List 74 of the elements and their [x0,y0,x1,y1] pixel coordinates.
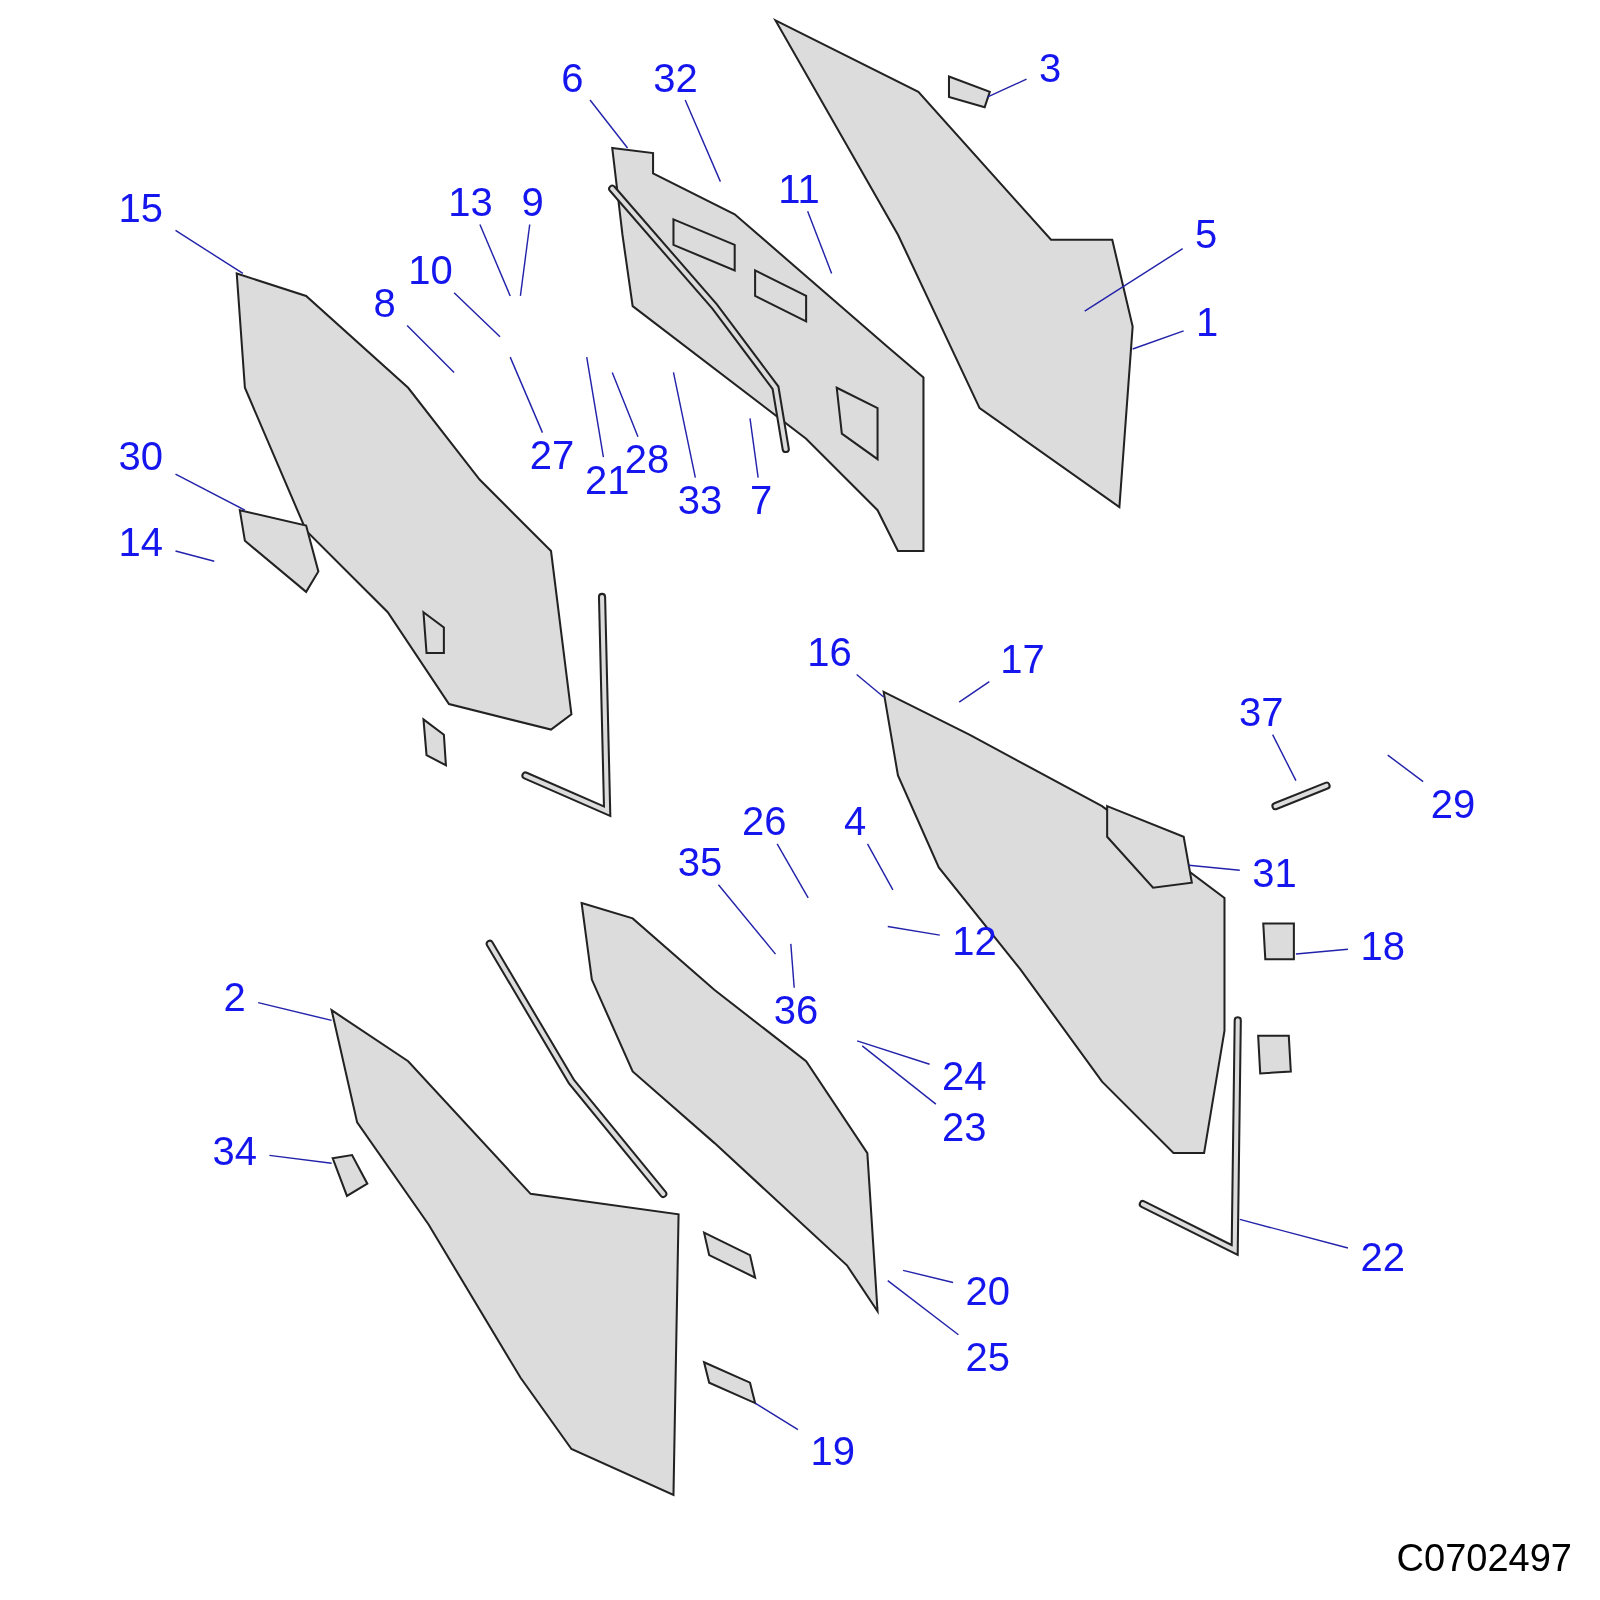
leader-line [257,1001,333,1022]
callout-number: 22 [1360,1235,1405,1280]
leader-line [406,324,455,374]
leader-line [1188,864,1241,871]
leader-line [866,843,894,891]
leader-line [519,223,531,297]
leader-line [754,1402,799,1431]
callout-number: 36 [773,988,819,1033]
callout-number: 1 [1196,300,1219,345]
callout-number: 24 [942,1053,987,1098]
leader-line [987,78,1028,98]
leader-line [717,883,777,955]
callout-number: 2 [223,974,246,1019]
callout-number: 32 [653,55,698,100]
callout-number: 37 [1238,690,1284,735]
leader-line [749,417,759,479]
leader-line [1295,948,1349,955]
leader-line [509,356,544,434]
callout-number: 33 [677,478,723,522]
leader-line [861,1045,937,1105]
leader-line [855,673,885,698]
drawing-number: C0702497 [1396,1537,1572,1580]
leader-line [887,925,941,936]
leader-line [684,99,722,183]
callout-number: 12 [952,918,997,963]
callout-number: 23 [942,1104,987,1149]
leader-line [958,680,991,703]
callout-number: 30 [118,434,164,479]
leader-line [776,843,809,899]
leader-line [1387,754,1424,783]
callout-number: 6 [561,55,584,100]
leader-line [1083,247,1184,312]
leader-line [268,1154,333,1164]
callout-number: 29 [1430,782,1476,827]
leader-line [887,1279,960,1336]
callout-number: 9 [521,180,544,225]
callout-number: 20 [965,1268,1010,1313]
leader-line [1131,330,1185,350]
callout-number: 19 [810,1429,855,1473]
callout-number: 28 [624,437,670,482]
leader-line [790,943,795,989]
callout-number: 11 [778,166,820,211]
callout-number: 8 [373,281,396,326]
leader-line [586,356,605,458]
leader-line [453,292,501,338]
leader-line [806,210,833,275]
callout-number: 3 [1038,46,1062,91]
leader-line [856,1040,931,1065]
leader-line [479,223,511,297]
callout-number: 14 [118,519,164,564]
callout-number: 27 [529,433,575,478]
callout-number: 4 [843,799,867,844]
callout-number: 16 [807,630,852,675]
callout-number: 35 [677,840,723,885]
leader-line [589,99,629,149]
callout-number: 18 [1360,923,1405,968]
callout-number: 31 [1252,851,1297,896]
callout-number: 13 [448,180,493,225]
leader-line [1239,1218,1349,1249]
callout-number: 7 [750,478,773,522]
callout-number: 5 [1195,211,1218,256]
leader-line [174,229,244,275]
callout-number: 15 [118,186,164,231]
leader-line [672,371,697,479]
leader-line [611,371,639,438]
callout-number: 34 [212,1129,257,1173]
leader-line [174,550,215,562]
leader-line [1271,733,1297,782]
callout-number: 26 [742,799,787,844]
callout-number: 25 [965,1335,1010,1380]
callout-number: 10 [408,248,453,293]
callout-number: 17 [1000,637,1045,682]
leader-line [902,1269,954,1284]
leader-line [174,473,246,511]
